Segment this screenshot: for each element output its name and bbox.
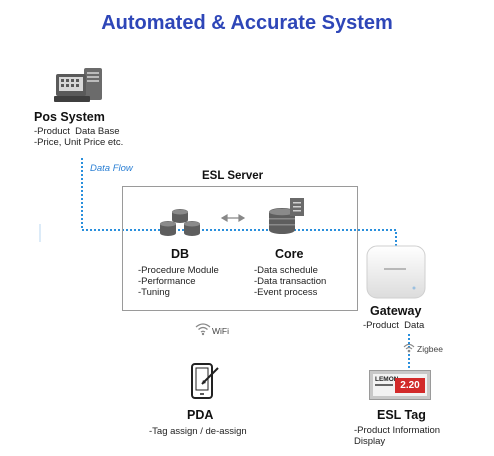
esl-tag-screen: LEMON 2.20 [373,374,427,396]
esl-tag-brand: LEMON [375,376,399,383]
pos-system-desc: -Product Data Base -Price, Unit Price et… [34,126,124,148]
diagram-title: Automated & Accurate System [101,12,393,34]
esl-tag-barcode-line [375,384,393,386]
wifi-icon [195,323,211,336]
pda-label: PDA [187,408,214,422]
core-label: Core [275,247,304,261]
core-server-icon [269,198,304,234]
pda-desc: -Tag assign / de-assign [149,426,247,437]
esl-tag-label: ESL Tag [377,408,426,422]
esl-tag-device: LEMON 2.20 [369,370,431,400]
gateway-icon [366,245,426,299]
esl-tag-price: 2.20 [395,378,425,393]
db-label: DB [171,247,190,261]
pda-icon [191,363,219,399]
esl-server-box [122,186,358,311]
pos-system-label: Pos System [34,110,105,124]
wifi-label: WiFi [212,326,229,336]
zigbee-label: Zigbee [417,344,443,354]
esl-tag-desc: -Product Information Display [354,425,441,447]
zigbee-signal-icon [403,343,415,353]
pos-terminal-icon [54,68,102,102]
db-desc: -Procedure Module -Performance -Tuning [138,265,219,298]
gateway-desc: -Product Data [363,320,425,331]
data-flow-label: Data Flow [90,163,133,174]
core-desc: -Data schedule -Data transaction -Event … [254,265,327,298]
esl-server-label: ESL Server [202,170,264,182]
database-icon [160,209,200,236]
gateway-label: Gateway [370,304,422,318]
